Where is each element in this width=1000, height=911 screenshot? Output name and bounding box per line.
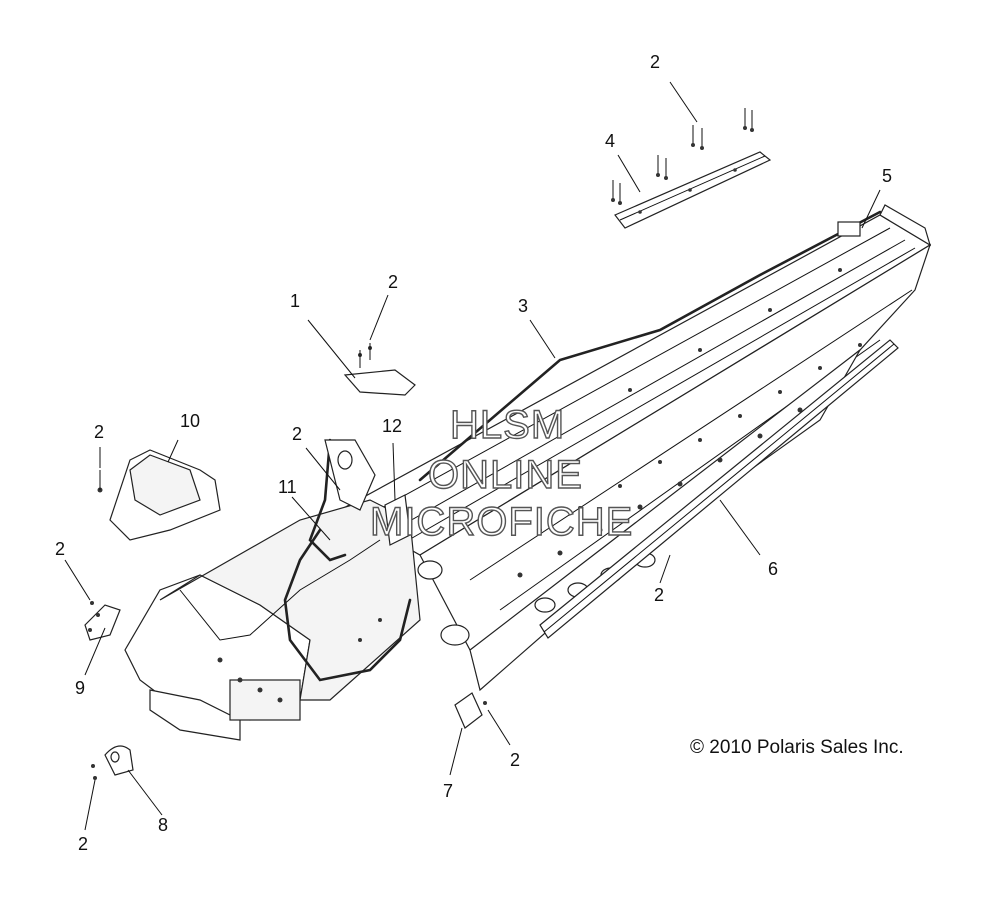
callout-2-mid: 2: [292, 424, 302, 444]
cable-11: [308, 438, 347, 562]
front-bulkhead: [124, 499, 421, 741]
bracket-8: [91, 745, 134, 780]
watermark-line2: ONLINE: [428, 453, 583, 497]
steering-post-bracket: [324, 439, 376, 511]
bracket-12: [384, 494, 411, 546]
callout-12: 12: [382, 416, 402, 436]
callout-6: 6: [768, 559, 778, 579]
callout-8: 8: [158, 815, 168, 835]
watermark-line1: HLSM: [450, 403, 565, 447]
bracket-1: [343, 343, 416, 396]
callout-2-left: 2: [94, 422, 104, 442]
bracket-10: [97, 449, 221, 541]
callout-1: 1: [290, 291, 300, 311]
watermark: HLSM ONLINE MICROFICHE: [369, 402, 633, 544]
callout-4: 4: [605, 131, 615, 151]
callouts: 2 4 5 1 2 3 2 10 2 12 11 2 6 2 9 2 7 2 8: [55, 52, 892, 854]
callout-2-bot: 2: [510, 750, 520, 770]
watermark-line3: MICROFICHE: [370, 500, 633, 544]
plate-7: [454, 692, 487, 729]
rail-4: [614, 151, 772, 229]
callout-2-b: 2: [388, 272, 398, 292]
callout-2-b2: 2: [78, 834, 88, 854]
callout-2-top: 2: [650, 52, 660, 72]
leader-lines: [64, 81, 881, 831]
tunnel-assembly: [338, 204, 932, 692]
bracket-9: [84, 601, 121, 641]
copyright-text: © 2010 Polaris Sales Inc.: [690, 737, 904, 758]
callout-5: 5: [882, 166, 892, 186]
callout-10: 10: [180, 411, 200, 431]
callout-9: 9: [75, 678, 85, 698]
callout-3: 3: [518, 296, 528, 316]
callout-11: 11: [278, 477, 297, 497]
rivet-holes: [517, 268, 862, 578]
callout-2-right: 2: [654, 585, 664, 605]
fasteners-top: [611, 108, 754, 205]
rail-6: [539, 339, 899, 639]
callout-7: 7: [443, 781, 453, 801]
callout-2-l2: 2: [55, 539, 65, 559]
